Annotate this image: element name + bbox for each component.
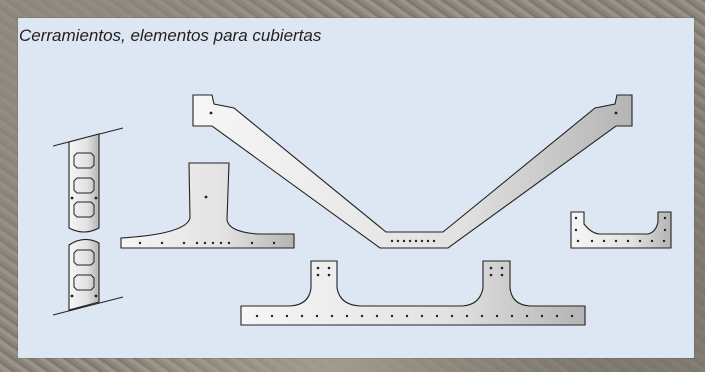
v-beam-icon bbox=[192, 94, 633, 249]
hollow-core-panel-icon bbox=[52, 127, 124, 316]
double-t-icon bbox=[240, 260, 586, 326]
t-beam-icon bbox=[120, 162, 295, 249]
u-channel-icon bbox=[570, 211, 672, 249]
figure-panel bbox=[18, 18, 694, 358]
figure-caption: Cerramientos, elementos para cubiertas bbox=[19, 26, 322, 45]
